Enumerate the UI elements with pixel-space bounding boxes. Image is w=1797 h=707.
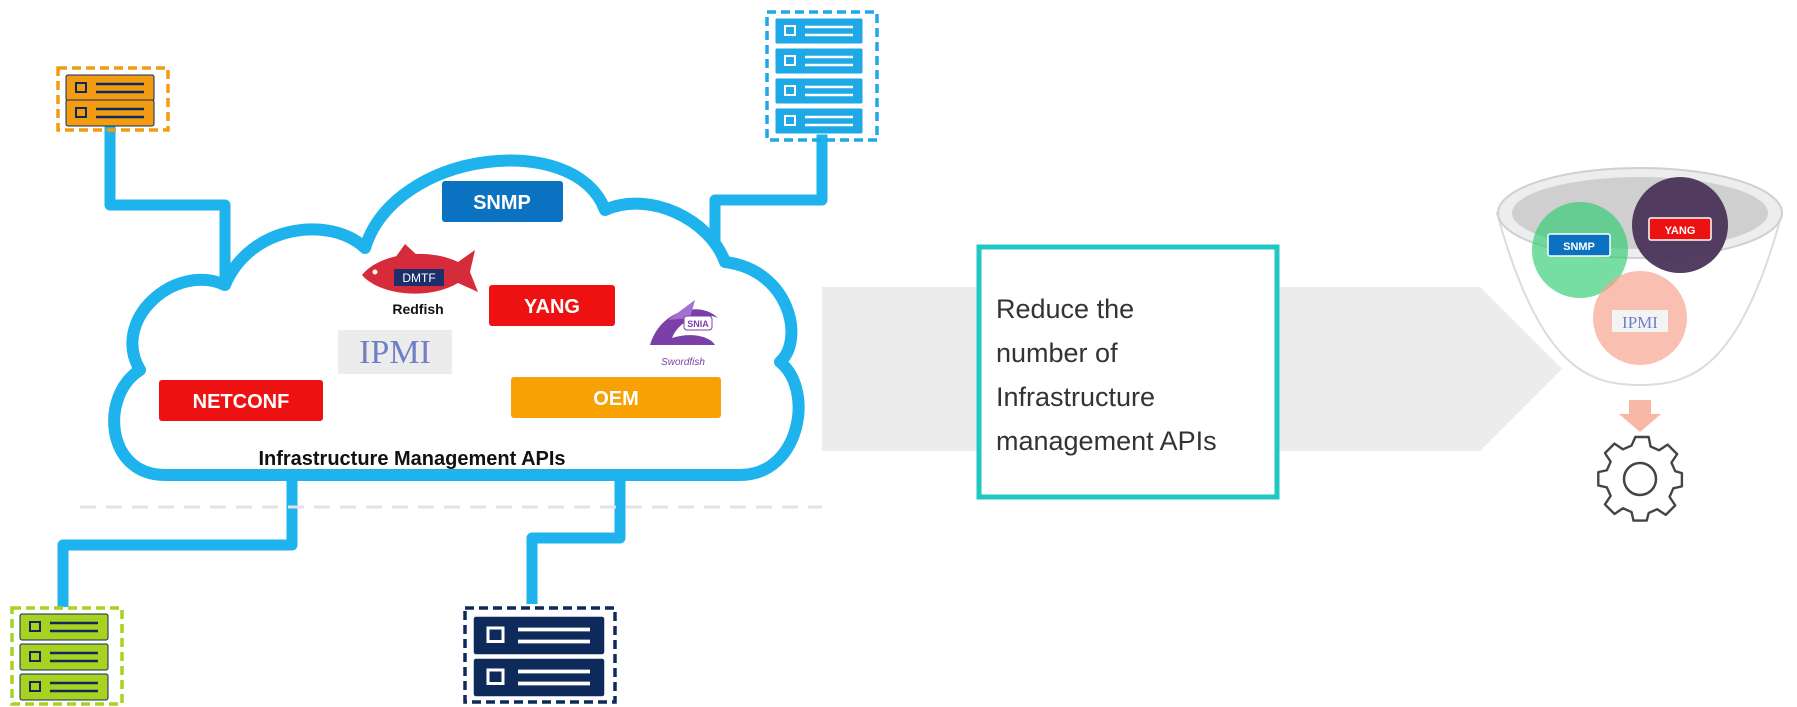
ipmi-label: IPMI xyxy=(338,330,452,374)
fish-logo-icon: DMTF xyxy=(362,244,478,294)
svg-text:OEM: OEM xyxy=(593,388,639,410)
reduce-apis-box: Reduce the number of Infrastructure mana… xyxy=(976,244,1280,500)
server-rack-icon xyxy=(463,606,617,704)
funnel-ipmi-label: IPMI xyxy=(1612,310,1668,332)
svg-text:DMTF: DMTF xyxy=(402,271,435,285)
svg-text:YANG: YANG xyxy=(1665,225,1696,237)
down-arrow-icon xyxy=(1619,400,1661,432)
gear-icon xyxy=(1597,435,1684,522)
svg-text:YANG: YANG xyxy=(524,296,580,318)
svg-text:Redfish: Redfish xyxy=(392,301,443,317)
svg-text:Reduce the: Reduce the xyxy=(996,294,1134,324)
yang-label: YANG xyxy=(489,285,615,326)
redfish-logo: DMTF Redfish xyxy=(362,244,478,317)
server-rack-icon xyxy=(56,66,170,132)
svg-text:SNMP: SNMP xyxy=(1563,241,1595,253)
oem-label: OEM xyxy=(511,377,721,418)
swordfish-logo: SNIA Swordfish xyxy=(650,300,718,368)
shark-logo-icon: SNIA xyxy=(650,300,718,345)
funnel-yang-label: YANG xyxy=(1648,217,1712,241)
svg-text:NETCONF: NETCONF xyxy=(193,391,290,413)
connection-lines xyxy=(57,125,828,607)
funnel-snmp-label: SNMP xyxy=(1547,233,1611,257)
svg-text:Infrastructure: Infrastructure xyxy=(996,382,1155,412)
netconf-label: NETCONF xyxy=(159,380,323,421)
svg-text:SNIA: SNIA xyxy=(687,319,709,329)
svg-text:number of: number of xyxy=(996,338,1118,368)
svg-text:Swordfish: Swordfish xyxy=(661,357,705,368)
svg-text:IPMI: IPMI xyxy=(359,334,431,371)
api-funnel: SNMP YANG IPMI xyxy=(1495,167,1784,387)
server-rack-icon xyxy=(765,10,879,142)
svg-text:management APIs: management APIs xyxy=(996,426,1217,456)
svg-text:SNMP: SNMP xyxy=(473,192,531,214)
server-rack-icon xyxy=(10,606,124,706)
svg-text:IPMI: IPMI xyxy=(1622,313,1658,332)
cloud-title: Infrastructure Management APIs xyxy=(258,448,565,470)
snmp-label: SNMP xyxy=(442,181,563,222)
